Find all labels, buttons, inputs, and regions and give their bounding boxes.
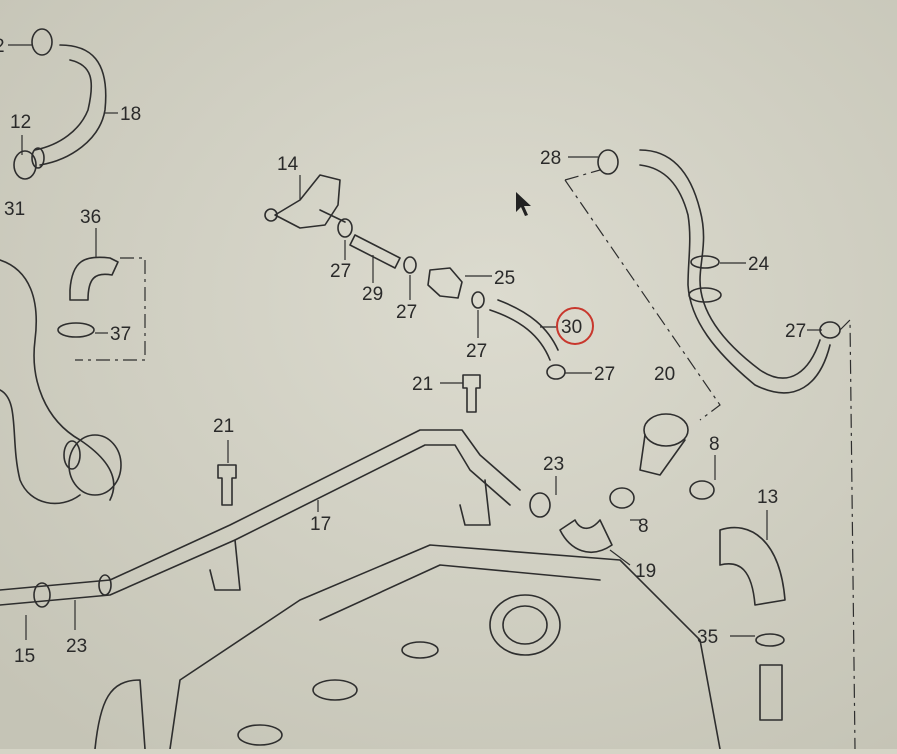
part-label-highlighted[interactable]: 30: [561, 317, 582, 338]
part-label[interactable]: 36: [80, 207, 101, 228]
cylinder-head-cover: [94, 544, 721, 750]
part-label[interactable]: 29: [362, 284, 383, 305]
valve-25: [427, 267, 463, 299]
mouse-pointer-icon: [516, 192, 531, 216]
part-label[interactable]: 35: [697, 627, 718, 648]
part-label[interactable]: 17: [310, 514, 331, 535]
part-label[interactable]: 21: [412, 374, 433, 395]
part-label[interactable]: 28: [540, 148, 561, 169]
highlight-circle-30: [556, 307, 594, 345]
part-label[interactable]: 15: [14, 646, 35, 667]
part-label[interactable]: 8: [638, 516, 649, 537]
hose-18: [13, 28, 107, 180]
elbow-19: [559, 519, 613, 554]
part-label[interactable]: 21: [213, 416, 234, 437]
reference-line: [75, 257, 146, 361]
part-label[interactable]: 2: [0, 36, 5, 57]
part-label[interactable]: 31: [4, 199, 25, 220]
bolt-21-right: [462, 374, 481, 413]
elbow-13: [719, 526, 786, 721]
reference-line: [564, 169, 721, 421]
part-labels: 2 12 18 31 36 37 14 27 29 27 25 27 30 27…: [0, 36, 806, 667]
part-label[interactable]: 18: [120, 104, 141, 125]
hose-24: [597, 149, 841, 394]
part-label[interactable]: 27: [594, 364, 615, 385]
valve-20: [609, 413, 715, 509]
part-label[interactable]: 8: [709, 434, 720, 455]
hose-29: [349, 234, 401, 269]
pipe-17: [0, 429, 521, 608]
hose-30: [489, 299, 559, 361]
leader-lines: [8, 44, 822, 640]
part-label[interactable]: 23: [543, 454, 564, 475]
part-label[interactable]: 27: [785, 321, 806, 342]
part-label[interactable]: 27: [330, 261, 351, 282]
part-label[interactable]: 20: [654, 364, 675, 385]
part-label[interactable]: 37: [110, 324, 131, 345]
part-label[interactable]: 27: [396, 302, 417, 323]
part-label[interactable]: 13: [757, 487, 778, 508]
part-label[interactable]: 23: [66, 636, 87, 657]
reference-line: [839, 318, 856, 750]
air-intake-assembly: [0, 256, 122, 505]
bolt-21-left: [217, 464, 237, 506]
part-label[interactable]: 27: [466, 341, 487, 362]
part-label[interactable]: 14: [277, 154, 299, 175]
part-label[interactable]: 25: [494, 268, 515, 289]
part-label[interactable]: 24: [748, 254, 770, 275]
part-label[interactable]: 19: [635, 561, 656, 582]
part-label[interactable]: 12: [10, 112, 31, 133]
